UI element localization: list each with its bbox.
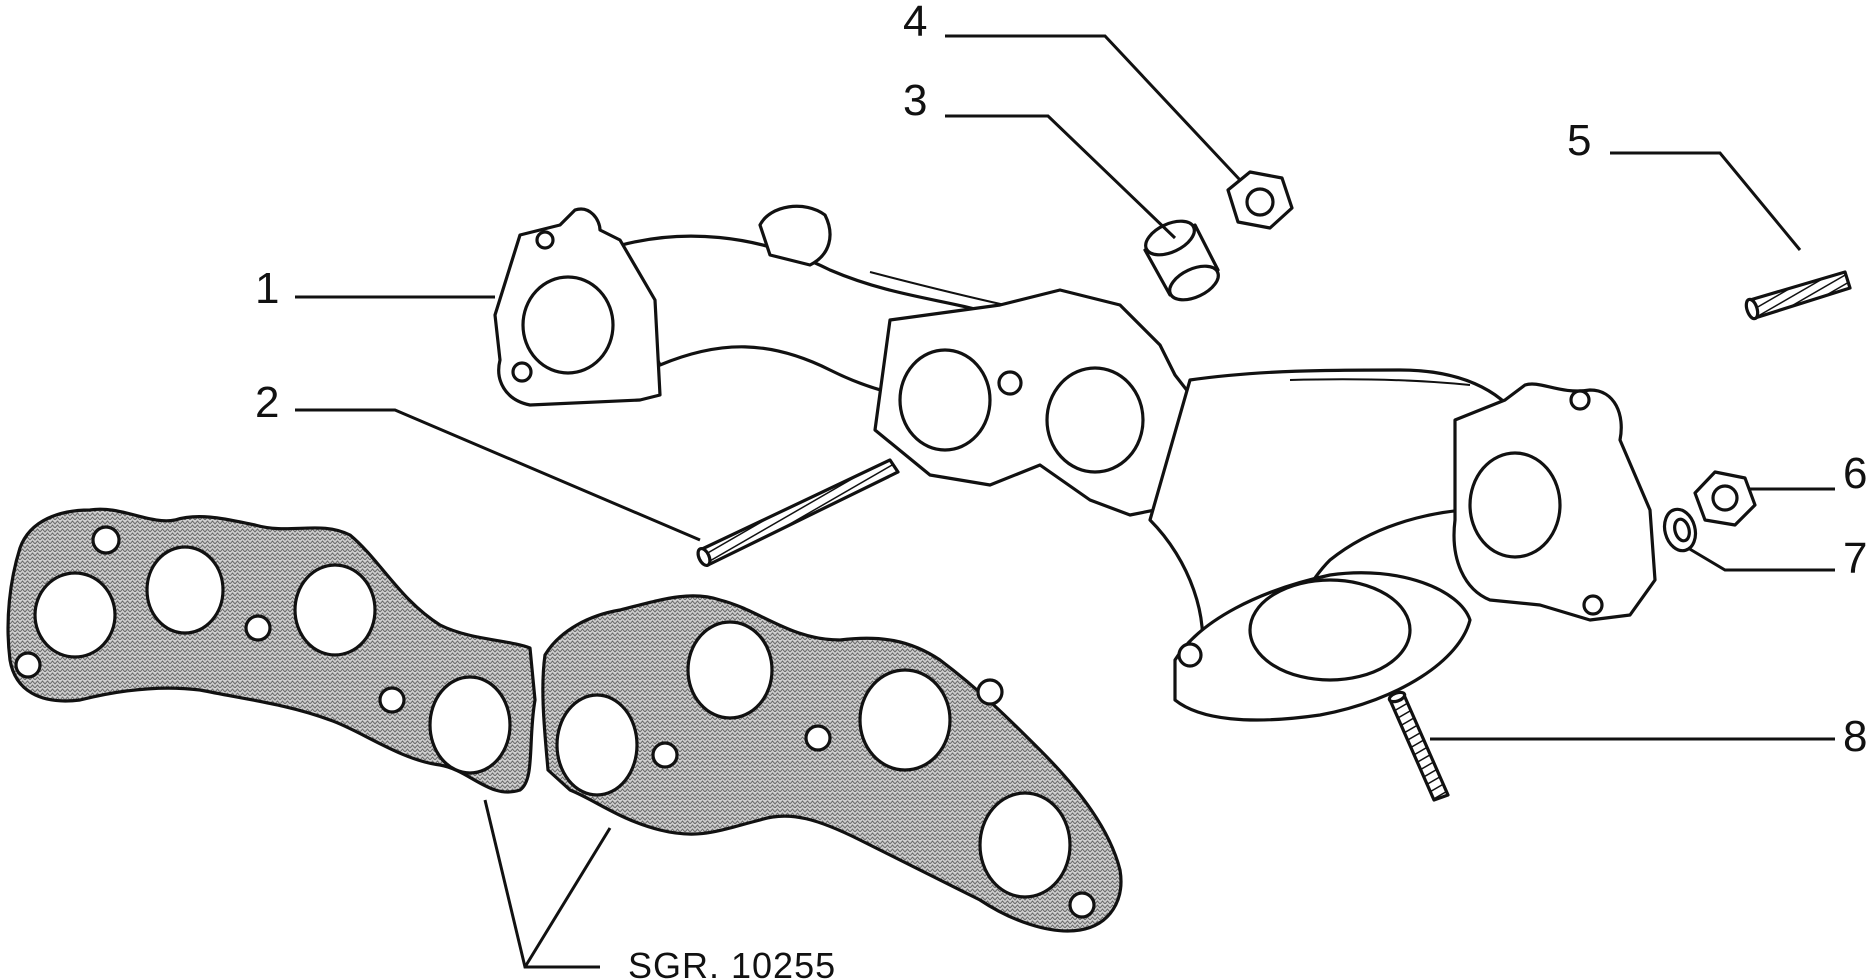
callout-2: 2 xyxy=(255,378,279,427)
gasket-right-half xyxy=(541,594,1123,933)
leader-7 xyxy=(1687,546,1835,572)
leader-5 xyxy=(1610,151,1802,251)
leader-3 xyxy=(945,114,1177,240)
callout-labels: 1 2 3 4 5 6 7 8 SGR. 10255 xyxy=(255,0,1867,979)
leader-4 xyxy=(945,34,1242,182)
callout-7: 7 xyxy=(1843,534,1867,583)
leader-ref-a xyxy=(483,799,600,969)
nut-upper xyxy=(1226,170,1294,230)
callout-5: 5 xyxy=(1567,116,1591,165)
long-stud xyxy=(696,458,900,568)
callout-4: 4 xyxy=(903,0,927,46)
nut-right xyxy=(1693,470,1757,527)
callout-3: 3 xyxy=(903,76,927,125)
washer xyxy=(1662,507,1698,553)
stud-lower xyxy=(1387,690,1450,802)
gasket-left-half xyxy=(6,507,537,794)
reference-code: SGR. 10255 xyxy=(628,945,836,979)
exhaust-manifold xyxy=(493,204,1657,722)
callout-6: 6 xyxy=(1843,449,1867,498)
spacer-bush xyxy=(1143,219,1220,302)
stud-upper-right xyxy=(1744,270,1852,321)
callout-1: 1 xyxy=(255,264,279,313)
leader-2 xyxy=(295,408,701,542)
leader-lines xyxy=(295,34,1835,969)
callout-8: 8 xyxy=(1843,712,1867,761)
leader-ref-b xyxy=(523,827,612,968)
